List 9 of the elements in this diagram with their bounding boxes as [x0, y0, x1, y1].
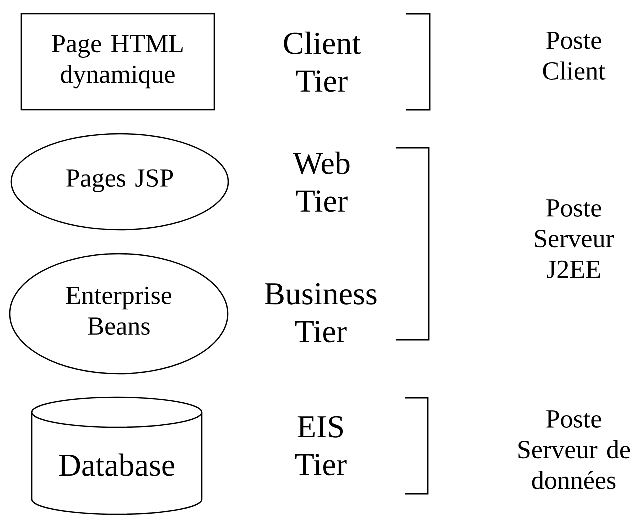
machine-label: Poste Serveur de données	[518, 410, 630, 490]
tier-label: Client Tier	[284, 32, 361, 92]
tier-label: EIS Tier	[296, 416, 347, 476]
tier-label: Business Tier	[265, 283, 377, 343]
machine-label: Poste Serveur J2EE	[535, 200, 614, 278]
tier-label: Web Tier	[293, 152, 350, 212]
database-cylinder: Database	[31, 396, 203, 516]
process-box: Page HTML dynamique	[20, 13, 216, 111]
machine-label: Poste Client	[543, 32, 606, 80]
